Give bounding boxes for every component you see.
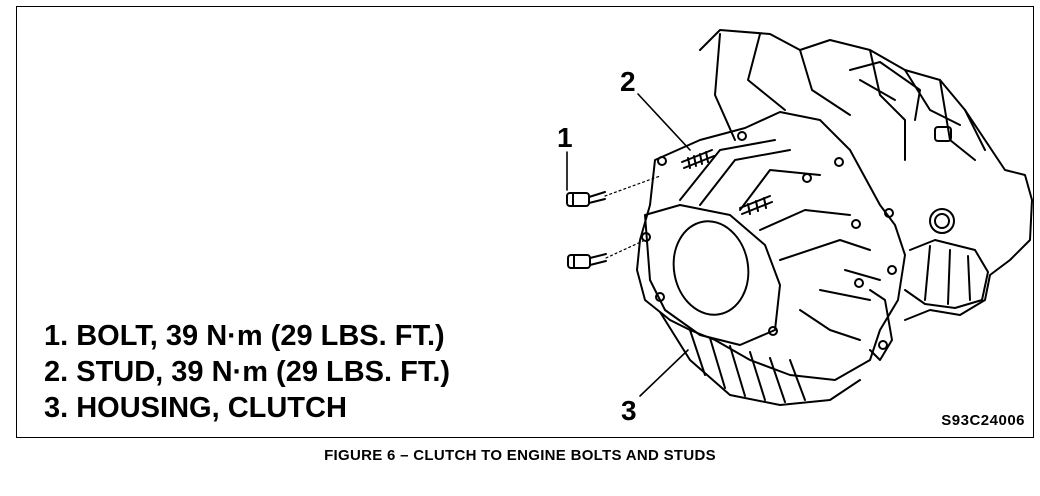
engine-port-inner [934,213,950,229]
housing-skirt [659,311,861,406]
bolt-hole [641,232,651,242]
bolt-hole [655,292,665,302]
legend-item-bolt: 1. BOLT, 39 N·m (29 LBS. FT.) [44,320,445,352]
bolt-hole [768,326,778,336]
bolt-hole [884,208,894,218]
engine-block-rib [849,61,921,121]
leader-line-2 [637,93,691,151]
engine-port [929,208,955,234]
engine-block-detail [714,33,986,161]
figure-frame: S93C24006 [16,6,1034,438]
bolt-hole [887,265,897,275]
bolt-hole [737,131,747,141]
callout-3: 3 [621,395,637,426]
parts-legend: 1. BOLT, 39 N·m (29 LBS. FT.) 2. STUD, 3… [44,318,450,426]
bolt-hole [854,278,864,288]
housing-opening [672,220,750,316]
figure-code: S93C24006 [941,412,1025,429]
bolt-upper [566,175,661,207]
housing-bracket [869,289,893,361]
stud-middle [739,195,773,215]
leader-line-3 [639,349,689,397]
bolt-hole [878,340,888,350]
callout-2: 2 [620,66,636,97]
bolt-hole [657,156,667,166]
figure-caption: FIGURE 6 – CLUTCH TO ENGINE BOLTS AND ST… [324,447,716,464]
housing-flange [644,204,781,346]
clutch-housing-illustration [566,29,1033,406]
clutch-housing-outline [636,111,906,381]
stud-upper [681,149,715,169]
starter-motor [904,239,989,309]
callout-1: 1 [557,122,573,153]
bolt-lower [567,239,646,269]
bolt-hole [851,219,861,229]
legend-item-stud: 2. STUD, 39 N·m (29 LBS. FT.) [44,356,451,388]
legend-item-housing: 3. HOUSING, CLUTCH [44,392,347,424]
engine-boss [934,126,952,142]
bolt-hole [834,157,844,167]
bolt-hole [802,173,812,183]
engine-block-outline [699,29,1033,321]
